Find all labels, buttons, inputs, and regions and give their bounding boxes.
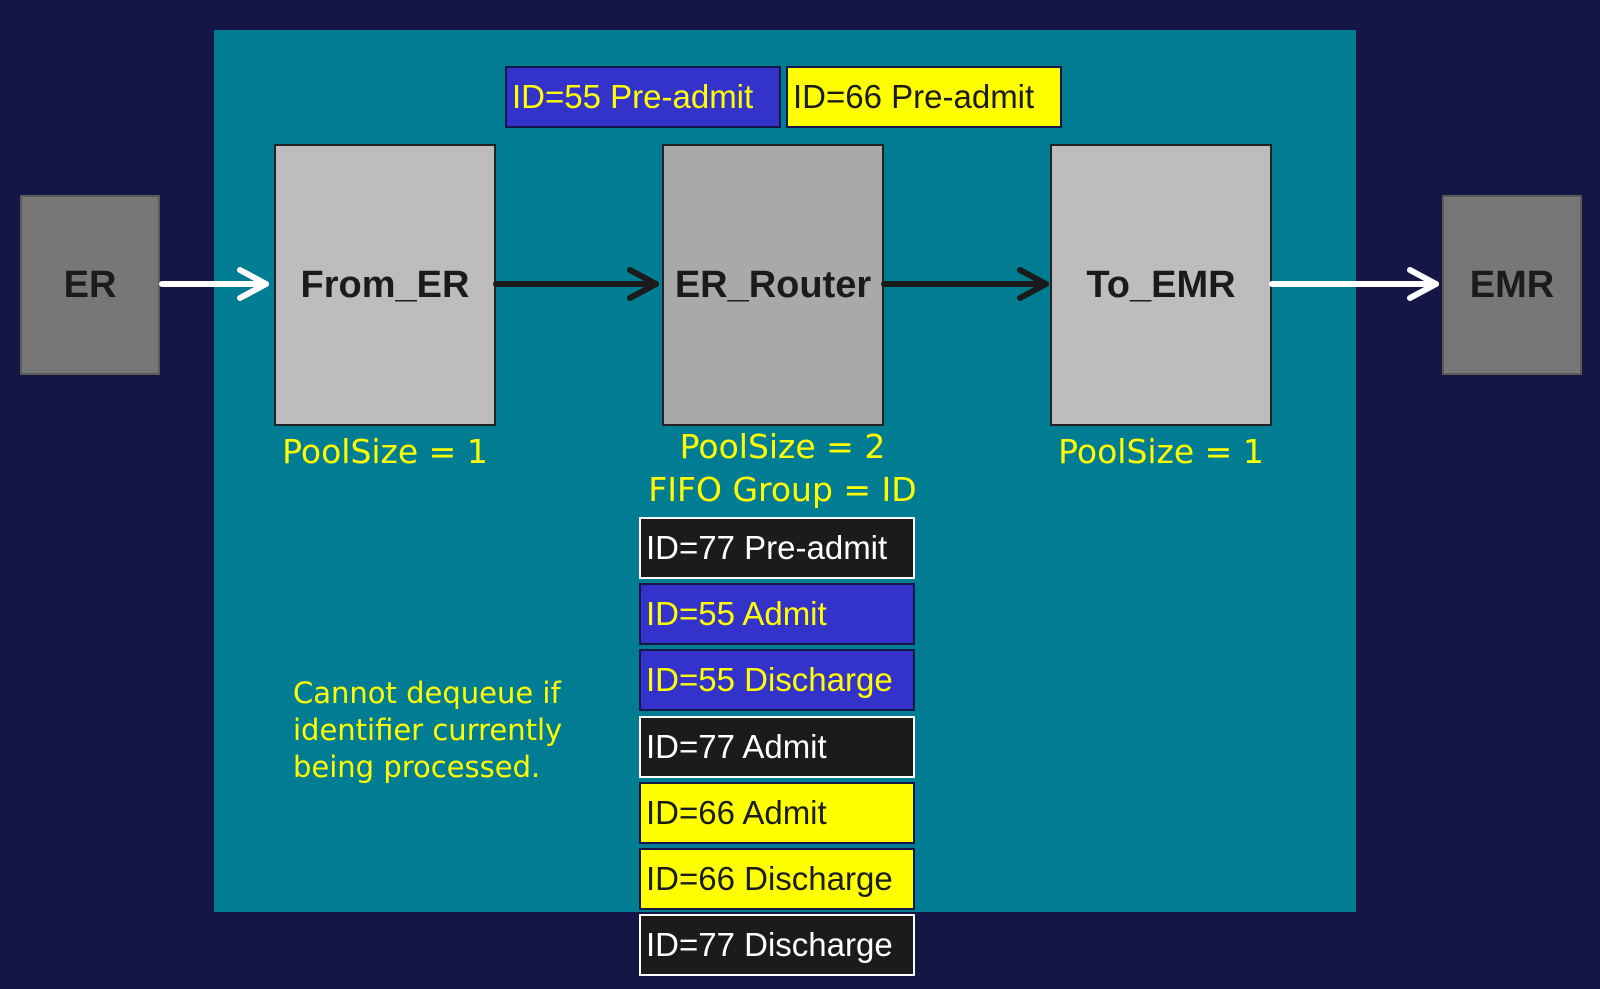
emr-node: EMR: [1442, 195, 1582, 375]
to-emr-poolsize: PoolSize = 1: [1058, 432, 1264, 471]
dequeue-note: Cannot dequeue if identifier currently b…: [293, 676, 563, 784]
processing-message-2: ID=66 Pre-admit: [786, 66, 1062, 128]
router-poolsize: PoolSize = 2: [679, 427, 886, 466]
er-node: ER: [20, 195, 160, 375]
queue-item: ID=55 Admit: [639, 583, 915, 645]
processing-message-1: ID=55 Pre-admit: [505, 66, 781, 128]
from-er-poolsize: PoolSize = 1: [282, 432, 488, 471]
er-router-node: ER_Router: [662, 144, 884, 426]
queue-item: ID=66 Admit: [639, 782, 915, 844]
er-label: ER: [63, 263, 117, 306]
emr-label: EMR: [1469, 263, 1555, 306]
queue-item: ID=55 Discharge: [639, 649, 915, 711]
er-router-label: ER_Router: [674, 263, 872, 306]
router-fifo-group: FIFO Group = ID: [648, 470, 917, 509]
to-emr-label: To_EMR: [1086, 263, 1236, 306]
to-emr-node: To_EMR: [1050, 144, 1272, 426]
queue-item: ID=77 Admit: [639, 716, 915, 778]
queue-item: ID=77 Pre-admit: [639, 517, 915, 579]
from-er-node: From_ER: [274, 144, 496, 426]
queue-item: ID=66 Discharge: [639, 848, 915, 910]
queue-item: ID=77 Discharge: [639, 914, 915, 976]
from-er-label: From_ER: [300, 263, 470, 306]
